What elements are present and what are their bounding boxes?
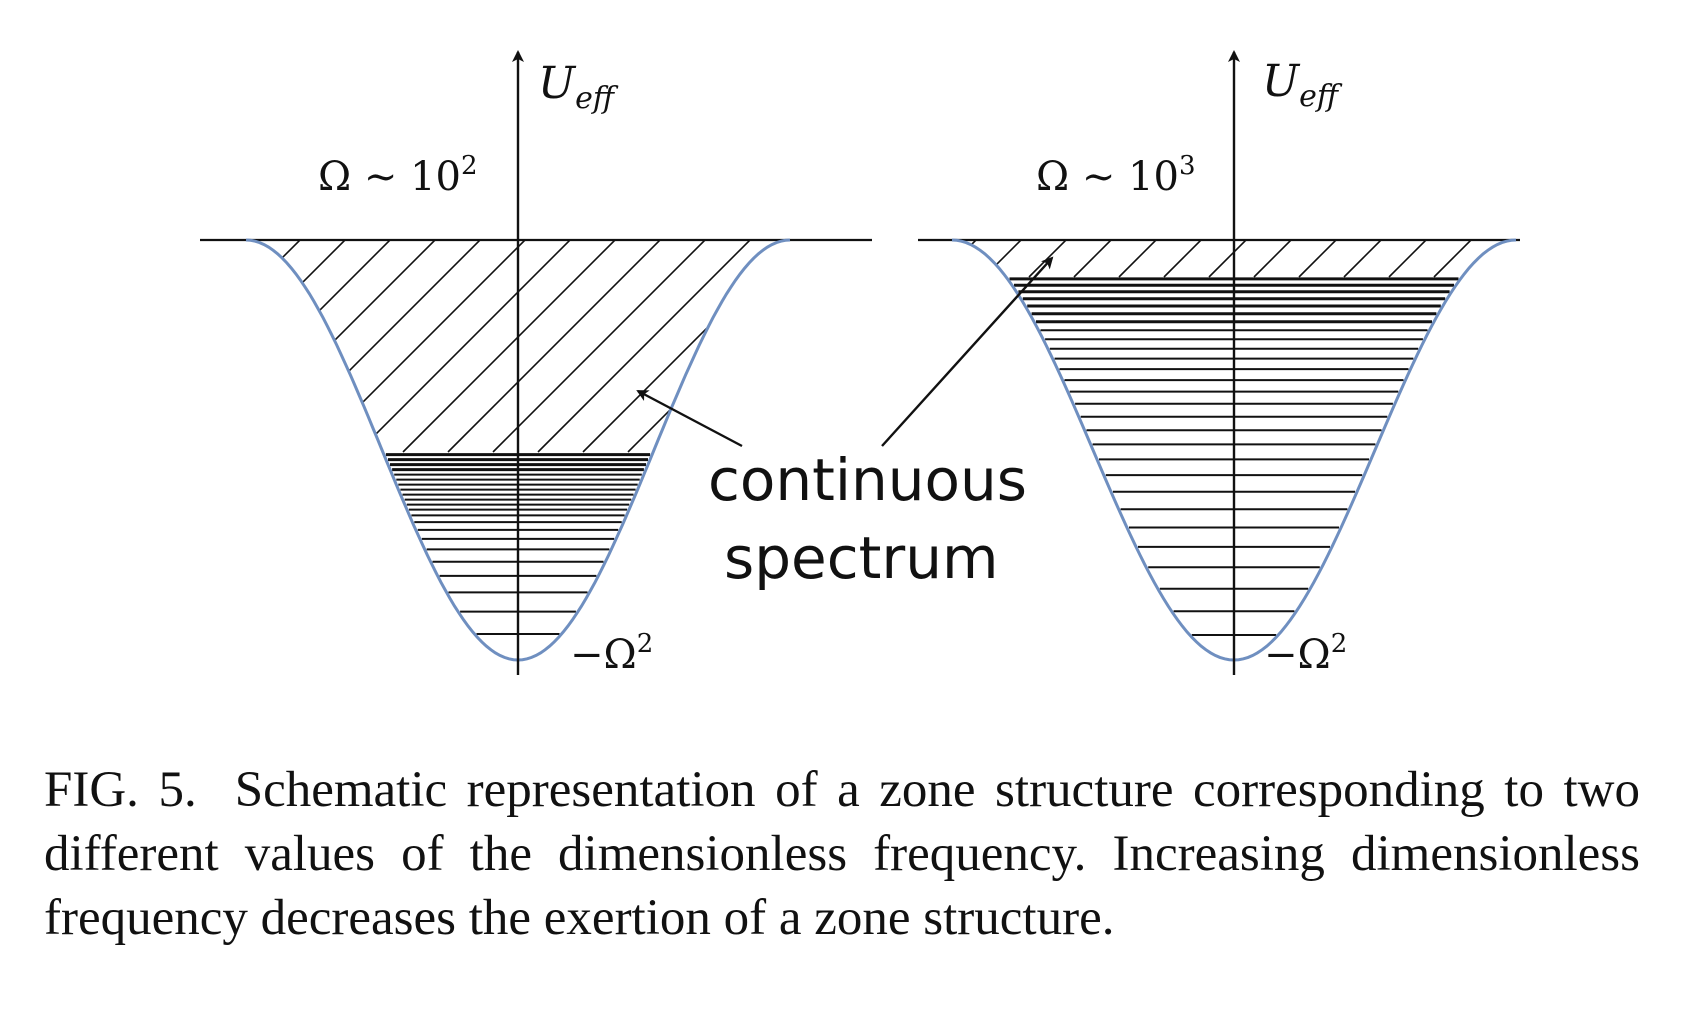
hatch-line [762,240,790,453]
hatch-line [402,240,616,453]
hatch-line [246,240,346,453]
right-panel: Ueff Ω ∼ 103 −Ω2 [759,50,1682,678]
left-omega-label: Ω ∼ 102 [318,151,478,200]
right-axis-label: Ueff [1262,56,1343,114]
caption-label: FIG. 5. [44,762,197,818]
hatch-line [312,240,526,453]
hatch-line [267,240,481,453]
hatch-line [0,240,165,452]
right-omega-label: Ω ∼ 103 [1036,151,1196,200]
hatch-line [0,240,120,452]
left-min-label: −Ω2 [570,629,653,678]
hatch-line [0,240,30,452]
hatch-line [672,240,790,453]
hatch-line [1253,240,1292,278]
hatch-line [1659,240,1682,277]
hatch-line [1118,240,1157,278]
hatch-line [492,240,706,453]
hatch-line [447,240,661,453]
hatch-line [1073,240,1112,278]
hatch-line [1028,240,1067,278]
annotation-line-2: spectrum [724,524,998,592]
annotation-arrow-right [881,256,1054,447]
hatch-line [849,240,886,277]
hatch-line [246,240,391,453]
hatch-line [1208,240,1247,278]
hatch-line [246,240,256,453]
hatch-line [537,240,751,453]
hatch-line [1569,240,1606,277]
hatch-line [357,240,571,453]
annotation-line-1: continuous [708,446,1027,514]
right-continuous-hatch [759,240,1682,278]
hatch-line [1388,240,1427,278]
hatch-line [759,240,796,277]
zone-structure-figure: Ueff Ω ∼ 102 −Ω2 Ueff Ω ∼ 103 −Ω2 contin… [0,50,1682,678]
hatch-line [0,240,75,452]
hatch-line [804,240,841,277]
hatch-line [808,240,1020,452]
left-panel: Ueff Ω ∼ 102 −Ω2 [0,50,1020,678]
hatch-line [582,240,790,453]
left-continuous-hatch [0,240,1020,453]
hatch-line [1524,240,1561,277]
hatch-line [627,240,790,453]
hatch-line [1433,240,1472,278]
caption-text: Schematic representation of a zone struc… [44,762,1640,946]
figure-caption: FIG. 5.Schematic representation of a zon… [44,758,1640,950]
annotation-arrow-left [636,389,743,448]
hatch-line [894,240,931,277]
hatch-line [246,240,436,453]
hatch-line [717,240,790,453]
left-axis-label: Ueff [538,58,619,116]
hatch-line [1614,240,1651,277]
hatch-line [1298,240,1337,278]
continuous-spectrum-annotation: continuous spectrum [636,256,1054,592]
right-min-label: −Ω2 [1264,629,1347,678]
hatch-line [1163,240,1202,278]
hatch-line [0,240,210,452]
hatch-line [246,240,301,453]
hatch-line [1343,240,1382,278]
